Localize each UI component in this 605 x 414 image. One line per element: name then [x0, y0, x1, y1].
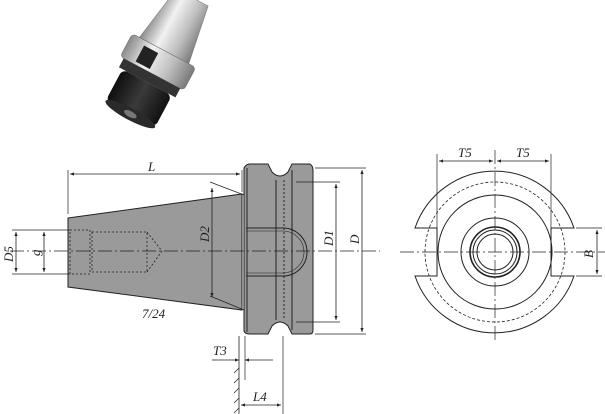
label-B: B: [581, 250, 596, 258]
label-T3: T3: [213, 343, 227, 358]
front-view: [400, 150, 605, 340]
label-D5: D5: [1, 246, 16, 263]
label-L4: L4: [252, 389, 267, 404]
label-taper-ratio: 7/24: [142, 306, 166, 321]
label-T5-right: T5: [516, 145, 530, 160]
label-g: g: [28, 249, 43, 256]
outer-flange-outline: [414, 170, 575, 334]
label-D: D: [347, 234, 362, 245]
label-D2: D2: [197, 226, 212, 243]
flange-body: [243, 163, 314, 335]
label-L: L: [147, 159, 155, 174]
side-view: [10, 163, 380, 414]
label-T5-left: T5: [458, 145, 472, 160]
taper-body: [67, 193, 243, 311]
label-D1: D1: [321, 230, 336, 247]
key-slot: [246, 227, 308, 277]
ground-hatching: [233, 367, 240, 414]
tool-holder-photo: [105, 0, 209, 129]
